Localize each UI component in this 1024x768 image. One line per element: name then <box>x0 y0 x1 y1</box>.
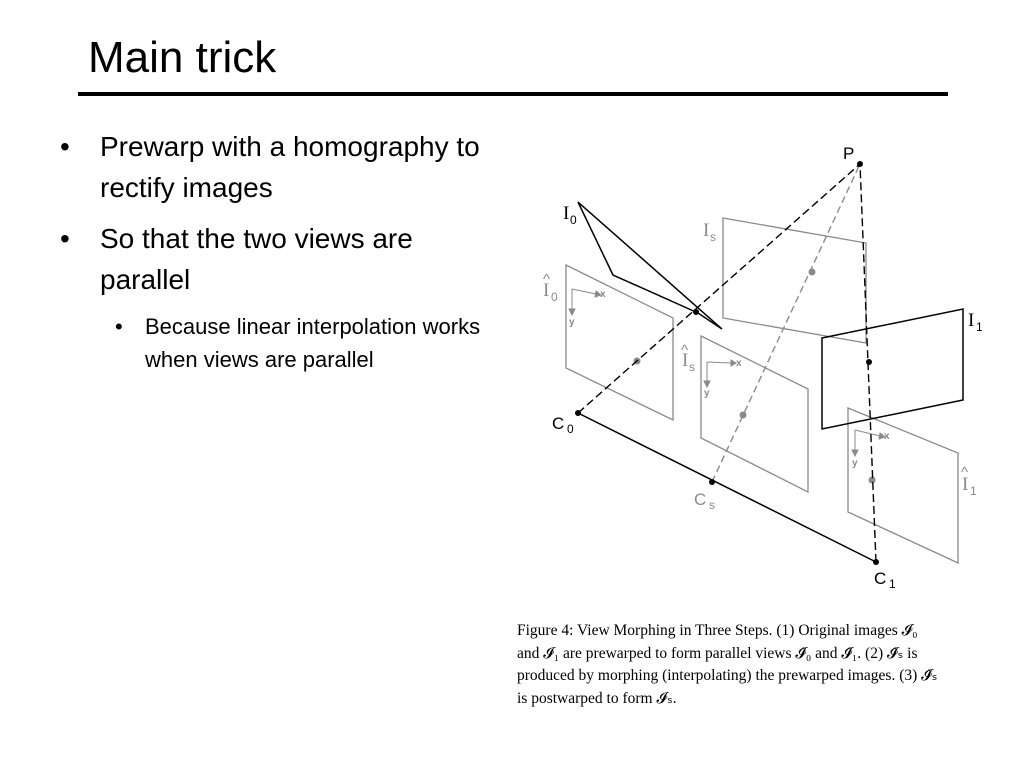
svg-text:y: y <box>704 388 710 399</box>
plane-I1-hat <box>847 407 959 565</box>
label-I0: I <box>563 203 569 224</box>
axes-I0-hat <box>568 288 603 317</box>
svg-text:1: 1 <box>976 320 983 334</box>
svg-text:0: 0 <box>570 213 577 227</box>
sub-bullet-text: Because linear interpolation works when … <box>145 314 481 372</box>
axes-Is-hat <box>703 359 737 389</box>
label-P: P <box>843 144 854 163</box>
label-I1-hat: I <box>962 474 968 495</box>
plane-Is-hat <box>700 334 809 494</box>
caption-line: produced by morphing (interpolating) the… <box>517 667 938 684</box>
label-Cs: C <box>694 490 706 509</box>
label-I1: I <box>968 310 974 331</box>
label-C1: C <box>874 569 886 588</box>
title-underline <box>78 92 948 96</box>
point-P <box>857 161 863 167</box>
svg-text:s: s <box>689 360 695 374</box>
slide-title: Main trick <box>88 33 277 82</box>
ray-C0-P <box>577 163 861 414</box>
bullet-text: Prewarp with a homography to rectify ima… <box>100 131 480 203</box>
plane-I1 <box>821 308 964 430</box>
label-I0-hat: I <box>543 280 549 301</box>
point-C1 <box>873 559 879 565</box>
svg-text:x: x <box>736 358 742 369</box>
caption-line: and 𝓘₁ are prewarped to form parallel vi… <box>517 644 918 662</box>
bullet-marker: • <box>60 131 70 162</box>
svg-text:^: ^ <box>543 271 550 288</box>
bullet-item: • Prewarp with a homography to rectify i… <box>60 126 500 208</box>
label-Is: I <box>703 220 709 241</box>
caption-line: Figure 4: View Morphing in Three Steps. … <box>517 622 918 639</box>
plane-Is <box>722 217 867 344</box>
bullet-list: • Prewarp with a homography to rectify i… <box>60 126 500 376</box>
svg-text:y: y <box>569 317 575 328</box>
svg-text:x: x <box>884 431 890 442</box>
axes-I1-hat <box>851 429 887 458</box>
plane-I0-hat <box>565 263 674 422</box>
label-C0: C <box>552 414 564 433</box>
ray-Cs-P <box>711 163 861 483</box>
svg-text:^: ^ <box>961 464 968 481</box>
label-Is-hat: I <box>682 350 688 371</box>
svg-text:0: 0 <box>551 290 558 304</box>
svg-text:s: s <box>710 230 716 244</box>
bullet-marker: • <box>60 223 70 254</box>
figure-caption: Figure 4: View Morphing in Three Steps. … <box>517 620 1012 710</box>
plane-I0 <box>577 201 723 330</box>
bullet-text: So that the two views are parallel <box>100 223 413 295</box>
svg-text:s: s <box>709 498 715 512</box>
svg-text:x: x <box>600 289 606 300</box>
svg-text:1: 1 <box>889 577 896 591</box>
svg-text:y: y <box>852 458 858 469</box>
caption-line: is postwarped to form 𝓘ₛ. <box>517 689 677 707</box>
svg-text:0: 0 <box>567 422 574 436</box>
sub-bullet-item: • Because linear interpolation works whe… <box>60 310 500 376</box>
sub-bullet-marker: • <box>115 314 123 339</box>
svg-text:1: 1 <box>970 484 977 498</box>
baseline-C0-C1 <box>577 412 877 563</box>
bullet-item: • So that the two views are parallel <box>60 218 500 300</box>
svg-text:^: ^ <box>681 342 688 359</box>
point-C0 <box>575 410 581 416</box>
point-Cs <box>709 479 715 485</box>
